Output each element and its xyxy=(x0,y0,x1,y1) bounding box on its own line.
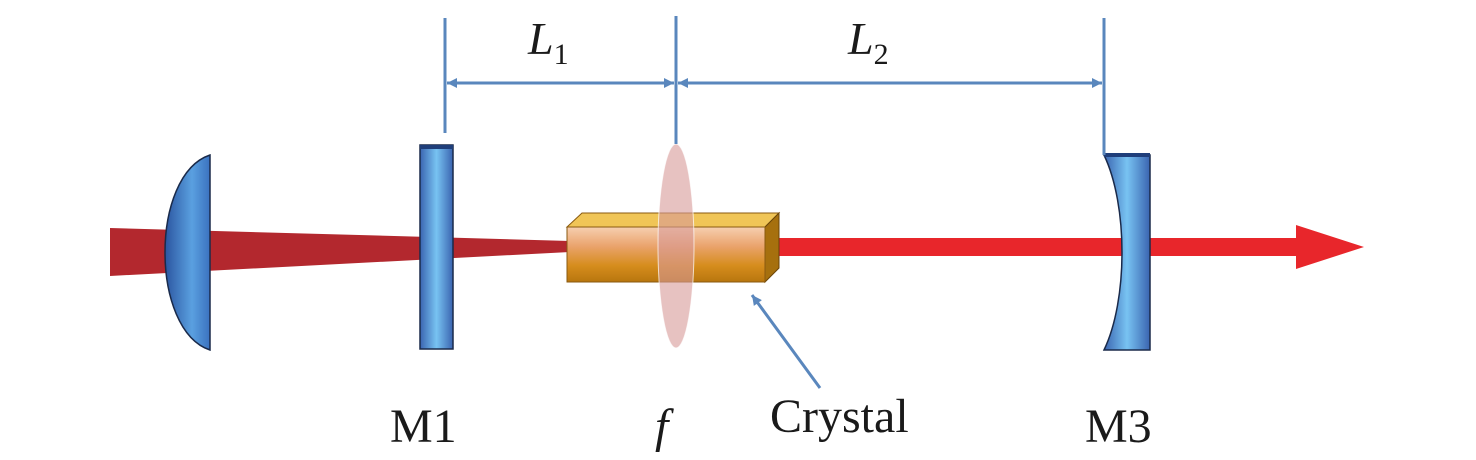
label-f: f xyxy=(655,400,674,453)
output-beam xyxy=(770,238,1300,256)
mirror-m3-edge xyxy=(1104,153,1150,157)
label-m1: M1 xyxy=(390,400,457,453)
label-m3: M3 xyxy=(1085,400,1152,453)
label-l1: L1 xyxy=(527,13,569,71)
input-beam xyxy=(110,228,570,276)
label-l2-main: L xyxy=(847,13,874,64)
input-lens xyxy=(164,153,211,352)
mirror-m1 xyxy=(419,144,454,350)
label-l2: L2 xyxy=(847,13,889,71)
mirror-m3 xyxy=(1102,154,1151,351)
label-crystal: Crystal xyxy=(770,390,909,443)
thermal-lens-f xyxy=(657,143,695,349)
mirror-m1-edge xyxy=(420,145,453,149)
label-l1-sub: 1 xyxy=(554,38,569,71)
output-beam-arrowhead xyxy=(1296,225,1364,269)
label-l2-sub: 2 xyxy=(874,38,889,71)
crystal-pointer-arrow xyxy=(750,294,822,389)
label-l1-main: L xyxy=(527,13,554,64)
